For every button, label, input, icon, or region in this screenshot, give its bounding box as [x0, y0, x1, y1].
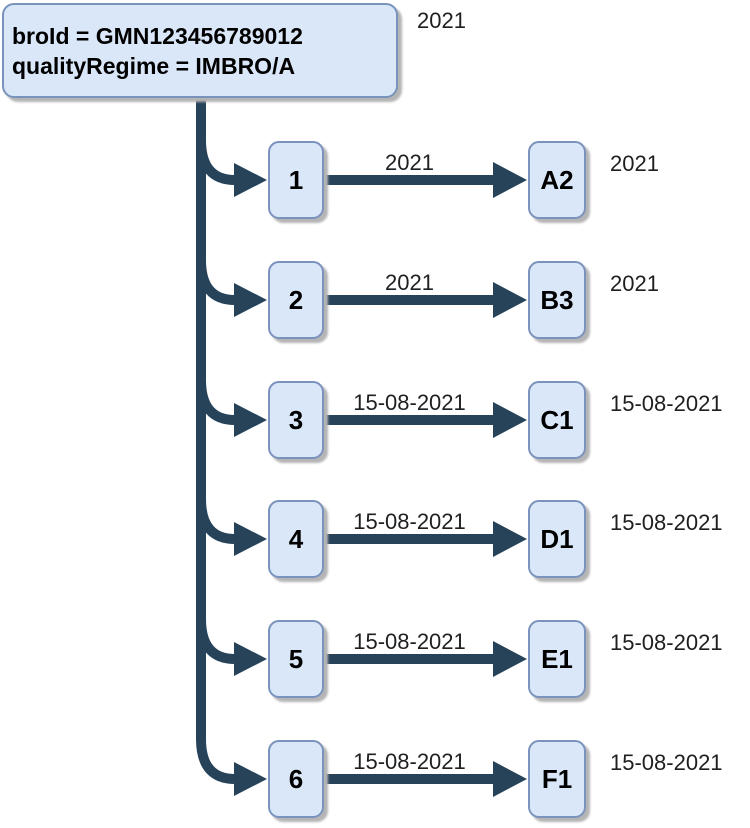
row-annotation: 2021 [610, 151, 659, 176]
row-annotation: 15-08-2021 [610, 750, 723, 775]
root-node-line1: broId = GMN123456789012 [12, 22, 303, 49]
source-node: 3 [268, 381, 324, 459]
target-node: B3 [528, 261, 586, 339]
branch-arrowhead-icon [234, 642, 267, 676]
branch-connector [196, 498, 236, 544]
branch-arrowhead-icon [234, 522, 267, 556]
branch-connector [196, 379, 236, 425]
edge-label: 2021 [385, 270, 434, 295]
source-node: 1 [268, 141, 324, 219]
edge-arrowhead-icon [493, 521, 527, 557]
edge-arrowhead-icon [493, 282, 527, 318]
row-annotation: 2021 [610, 271, 659, 296]
root-node: broId = GMN123456789012 qualityRegime = … [2, 3, 398, 98]
edge-label: 15-08-2021 [353, 390, 466, 415]
row-annotation: 15-08-2021 [610, 510, 723, 535]
branch-arrowhead-icon [234, 762, 267, 796]
edge-arrowhead-icon [493, 402, 527, 438]
edge-label: 15-08-2021 [353, 629, 466, 654]
target-node: C1 [528, 381, 586, 459]
root-node-line2: qualityRegime = IMBRO/A [12, 52, 296, 79]
edge-arrowhead-icon [493, 761, 527, 797]
branch-connector [196, 738, 236, 784]
source-node: 4 [268, 500, 324, 578]
edge-arrowhead-icon [493, 641, 527, 677]
target-node: F1 [528, 740, 586, 818]
branch-connector [196, 259, 236, 305]
target-node: E1 [528, 620, 586, 698]
edge-arrowhead-icon [493, 162, 527, 198]
root-annotation: 2021 [417, 8, 466, 33]
branch-arrowhead-icon [234, 283, 267, 317]
edge-label: 2021 [385, 150, 434, 175]
row-annotation: 15-08-2021 [610, 630, 723, 655]
edge-label: 15-08-2021 [353, 749, 466, 774]
source-node: 5 [268, 620, 324, 698]
row-annotation: 15-08-2021 [610, 391, 723, 416]
source-node: 6 [268, 740, 324, 818]
branch-arrowhead-icon [234, 403, 267, 437]
target-node: A2 [528, 141, 586, 219]
branch-arrowhead-icon [234, 163, 267, 197]
branch-connector [196, 139, 236, 185]
source-node: 2 [268, 261, 324, 339]
branch-connector [196, 618, 236, 664]
target-node: D1 [528, 500, 586, 578]
edge-label: 15-08-2021 [353, 509, 466, 534]
